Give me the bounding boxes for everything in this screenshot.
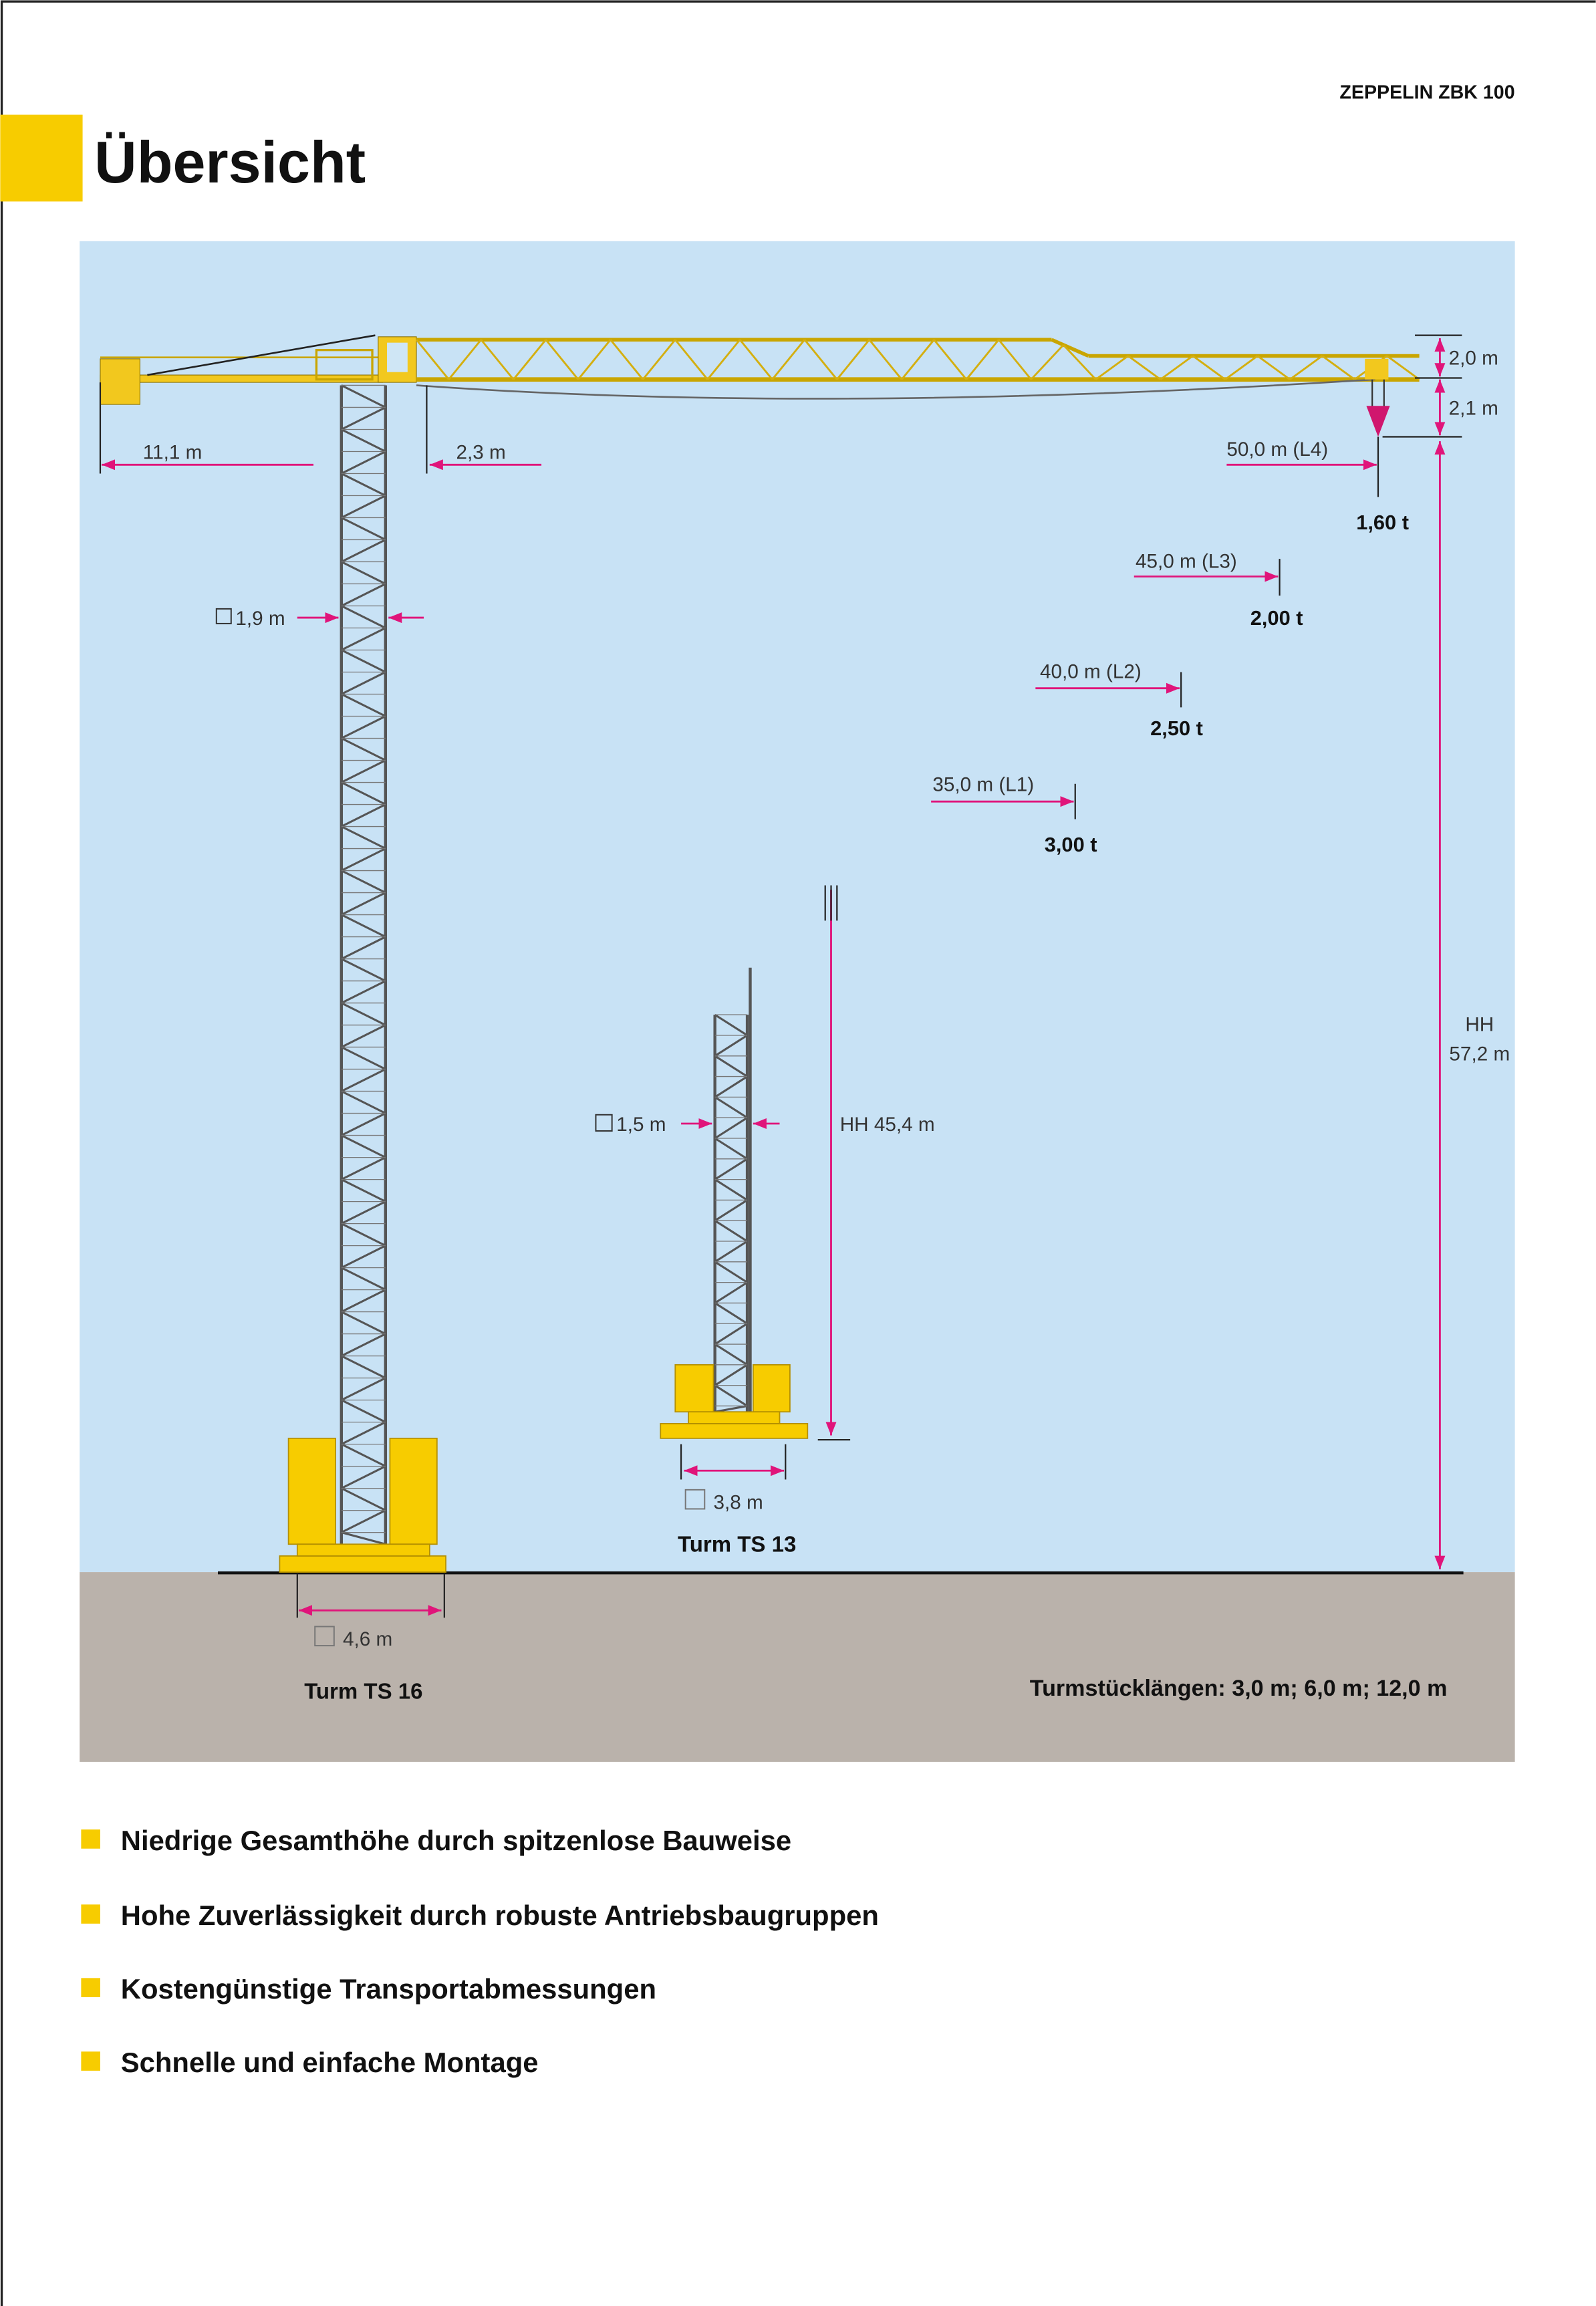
bullet-icon [81,2051,100,2071]
load-l2-label: 2,50 t [1150,717,1203,740]
bullet-icon [81,1904,100,1924]
hook-block [1366,406,1390,437]
base-ts16-label: 4,6 m [343,1628,392,1650]
hh-label: HH [1465,1013,1494,1035]
ballast-ts16 [279,1437,446,1573]
jib [415,338,1420,382]
tower-ts16-label: Turm TS 16 [304,1678,422,1703]
crane-ts16 [100,334,1420,1573]
page-title: Übersicht [94,129,366,195]
accent-block [0,114,83,202]
load-l1-label: 3,00 t [1045,833,1097,856]
feature-item: Niedrige Gesamthöhe durch spitzenlose Ba… [121,1825,791,1856]
crane-ts13 [660,967,809,1439]
extension-lines [99,334,1462,1618]
load-l3-label: 2,00 t [1250,606,1303,630]
counter-jib-radius-label: 11,1 m [143,441,203,463]
tower-ts13-hh-label: HH 45,4 m [840,1114,935,1136]
sky-background [80,241,1515,1573]
tower-ts13-section-label: 1,5 m [616,1114,666,1136]
tail-offset-label: 2,3 m [456,441,505,463]
radius-l3-label: 45,0 m (L3) [1136,550,1237,572]
jib-height-label: 2,0 m [1449,348,1498,370]
square-section-icon [215,608,232,624]
feature-item: Schnelle und einfache Montage [121,2047,539,2078]
counterweight [100,358,140,405]
machinery-platform [315,349,374,381]
bullet-icon [81,1829,100,1849]
feature-item: Kostengünstige Transportabmessungen [121,1973,656,2005]
radius-l4-label: 50,0 m (L4) [1226,438,1328,461]
radius-l2-label: 40,0 m (L2) [1040,660,1142,682]
square-section-icon [684,1489,706,1510]
ground [80,1572,1515,1762]
square-section-icon [595,1114,613,1132]
load-l4-label: 1,60 t [1356,511,1409,534]
hook-height-label: 2,1 m [1449,397,1498,419]
tower-ts13-lattice [713,1013,749,1413]
hoist-rope [416,378,1375,400]
feature-item: Hohe Zuverlässigkeit durch robuste Antri… [121,1900,879,1931]
model-name: ZEPPELIN ZBK 100 [1339,82,1514,103]
dimension-lines [102,338,1446,1616]
bullet-icon [81,1978,100,1997]
tower-ts16-section-label: 1,9 m [235,608,285,630]
feature-list: Niedrige Gesamthöhe durch spitzenlose Ba… [81,1825,879,2078]
base-ts13-label: 3,8 m [713,1491,763,1513]
square-section-icon [314,1626,335,1647]
hh-value: 57,2 m [1449,1043,1510,1065]
tower-ts16-lattice [340,384,388,1545]
section-lengths-label: Turmstücklängen: 3,0 m; 6,0 m; 12,0 m [1030,1676,1448,1701]
radius-l1-label: 35,0 m (L1) [932,774,1034,796]
tower-ts13-label: Turm TS 13 [678,1531,796,1556]
